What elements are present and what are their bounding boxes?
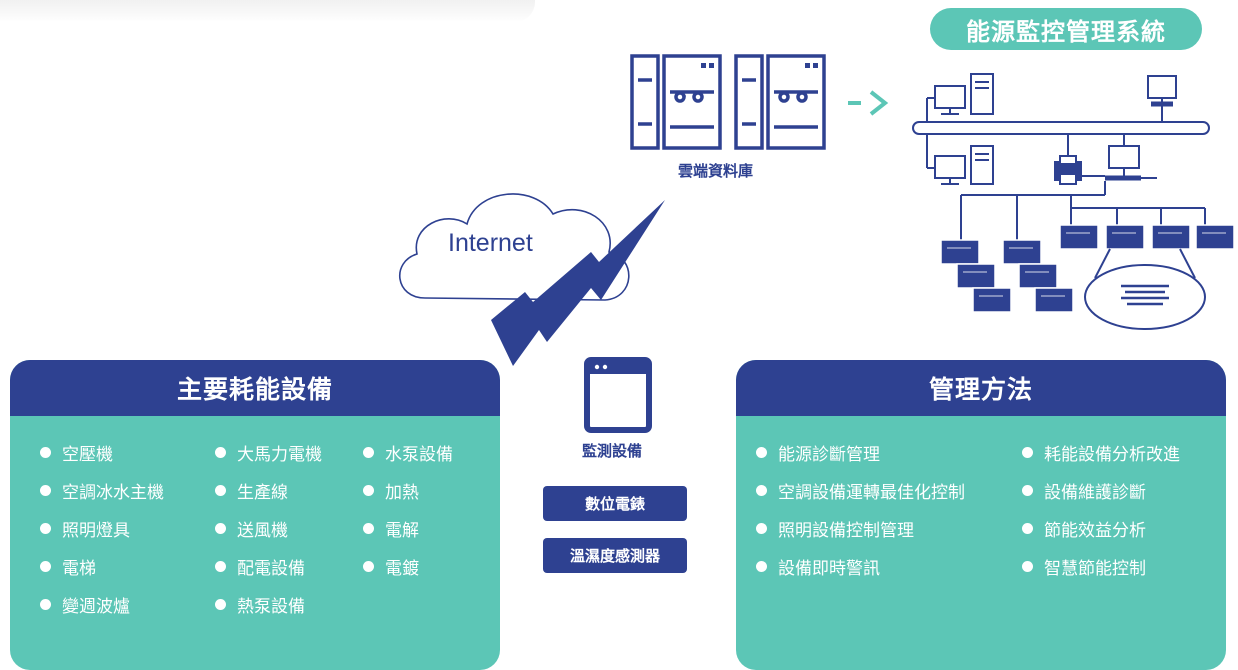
- workstation-icon: [927, 74, 993, 122]
- bullet-icon: [40, 485, 51, 496]
- list-item: 智慧節能控制: [1022, 554, 1146, 579]
- list-item: 空壓機: [40, 440, 113, 465]
- management-method-title: 管理方法: [736, 360, 1226, 416]
- device-group-ellipse: [1085, 249, 1205, 329]
- monitor-device-label: 監測設備: [582, 440, 642, 461]
- humidity-sensor-badge: 溫濕度感測器: [543, 538, 687, 573]
- bullet-icon: [40, 523, 51, 534]
- bullet-icon: [215, 599, 226, 610]
- list-item: 生產線: [215, 478, 288, 503]
- bullet-icon: [40, 599, 51, 610]
- list-item: 配電設備: [215, 554, 305, 579]
- list-item: 能源診斷管理: [756, 440, 880, 465]
- computer-icon: [1148, 76, 1176, 122]
- bullet-icon: [756, 447, 767, 458]
- bullet-icon: [363, 523, 374, 534]
- bullet-icon: [1022, 561, 1033, 572]
- list-item: 大馬力電機: [215, 440, 322, 465]
- list-item: 電梯: [40, 554, 96, 579]
- printer-icon: [1055, 156, 1081, 184]
- energy-equipment-panel: 主要耗能設備 空壓機 空調冰水主機 照明燈具 電梯 變週波爐 大馬力電機 生產線…: [10, 360, 500, 670]
- cloud-database-label: 雲端資料庫: [678, 160, 753, 181]
- list-item: 加熱: [363, 478, 419, 503]
- list-item: 照明燈具: [40, 516, 130, 541]
- server-icon-1: [632, 56, 720, 148]
- server-rack-icon: [628, 52, 828, 152]
- server-icon-2: [736, 56, 824, 148]
- internet-label: Internet: [448, 229, 533, 258]
- list-item: 照明設備控制管理: [756, 516, 914, 541]
- system-title: 能源監控管理系統: [930, 8, 1202, 50]
- list-item: 設備維護診斷: [1022, 478, 1146, 503]
- bullet-icon: [40, 561, 51, 572]
- internet-cloud-icon: [385, 170, 675, 370]
- device-panel-icon: [1060, 225, 1098, 249]
- bullet-icon: [363, 561, 374, 572]
- list-item: 送風機: [215, 516, 288, 541]
- bullet-icon: [215, 561, 226, 572]
- device-panel-icon: [941, 240, 1011, 312]
- list-item: 電解: [363, 516, 419, 541]
- device-panel-icon: [1196, 225, 1234, 249]
- header-strip: [0, 0, 535, 22]
- list-item: 變週波爐: [40, 592, 130, 617]
- workstation-icon: [927, 134, 993, 184]
- list-item: 節能效益分析: [1022, 516, 1146, 541]
- bullet-icon: [756, 561, 767, 572]
- bullet-icon: [40, 447, 51, 458]
- bullet-icon: [1022, 523, 1033, 534]
- bullet-icon: [215, 485, 226, 496]
- bullet-icon: [756, 523, 767, 534]
- list-item: 設備即時警訊: [756, 554, 880, 579]
- list-item: 電鍍: [363, 554, 419, 579]
- bullet-icon: [1022, 485, 1033, 496]
- management-method-panel: 管理方法 能源診斷管理 空調設備運轉最佳化控制 照明設備控制管理 設備即時警訊 …: [736, 360, 1226, 670]
- list-item: 空調設備運轉最佳化控制: [756, 478, 965, 503]
- device-panel-icon: [1003, 240, 1073, 312]
- monitor-device-icon: [581, 356, 657, 436]
- network-diagram: [905, 60, 1238, 340]
- device-panel-icon: [1106, 225, 1144, 249]
- bullet-icon: [215, 447, 226, 458]
- arrow-right-icon: [845, 88, 895, 118]
- list-item: 耗能設備分析改進: [1022, 440, 1180, 465]
- digital-meter-badge: 數位電錶: [543, 486, 687, 521]
- bullet-icon: [363, 485, 374, 496]
- device-panel-icon: [1152, 225, 1190, 249]
- list-item: 熱泵設備: [215, 592, 305, 617]
- bullet-icon: [215, 523, 226, 534]
- bullet-icon: [363, 447, 374, 458]
- energy-equipment-title: 主要耗能設備: [10, 360, 500, 416]
- network-bus: [913, 122, 1209, 134]
- list-item: 水泵設備: [363, 440, 453, 465]
- list-item: 空調冰水主機: [40, 478, 164, 503]
- bullet-icon: [1022, 447, 1033, 458]
- bullet-icon: [756, 485, 767, 496]
